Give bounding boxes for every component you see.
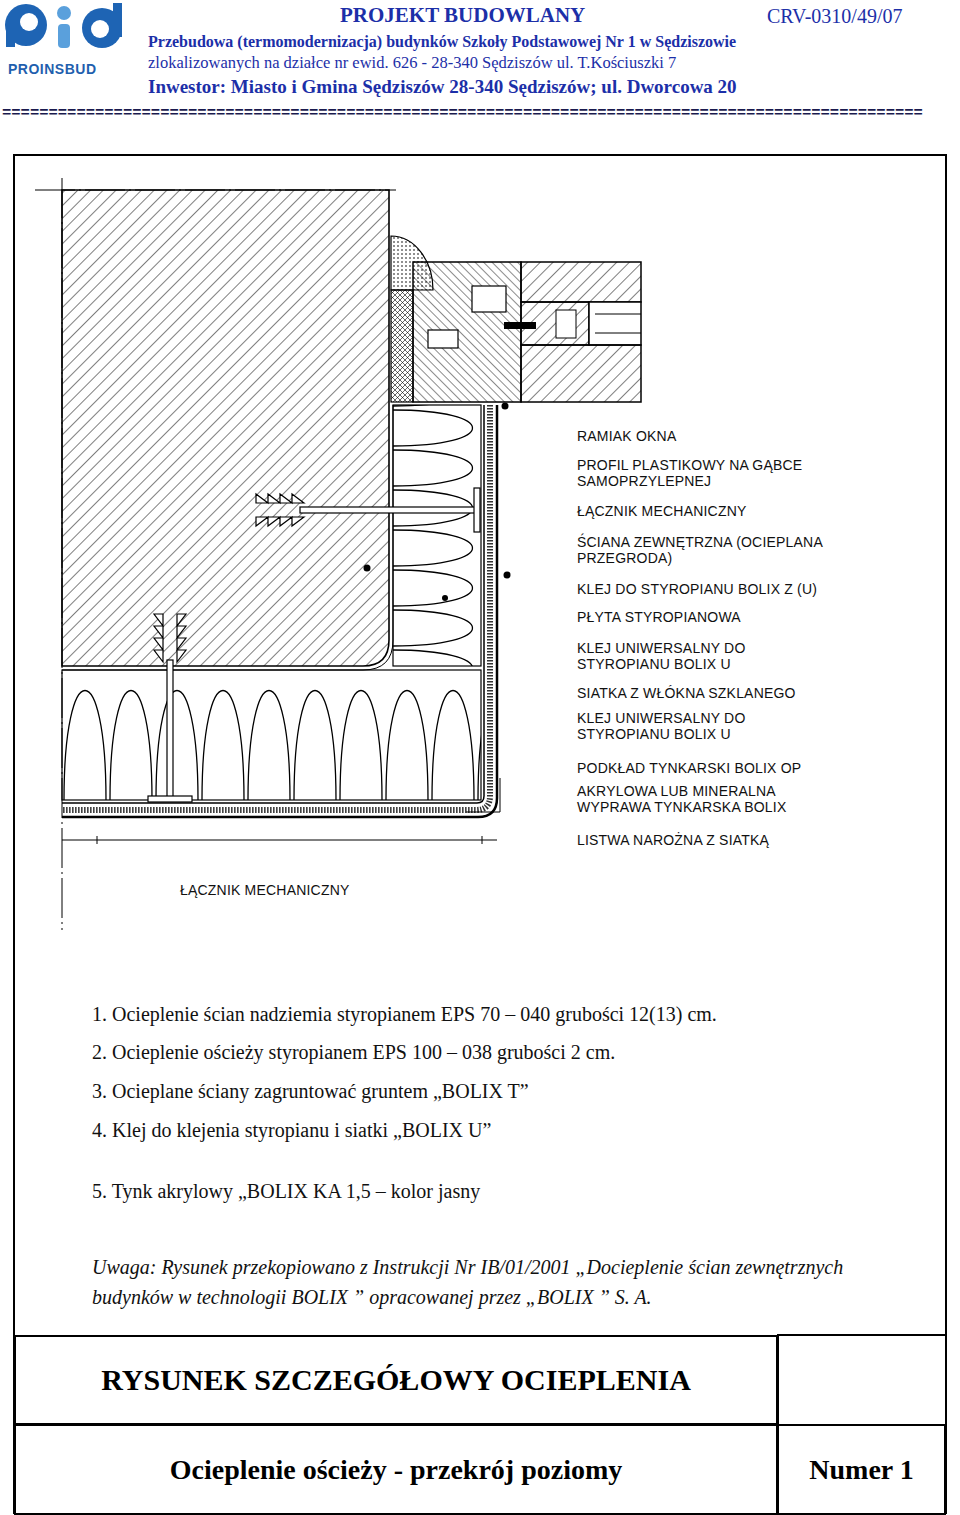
window-frame: [413, 262, 521, 402]
drawing-number-cell: Numer 1: [777, 1424, 946, 1515]
company-logo: [91, 20, 109, 38]
anchor-symbol: [300, 507, 476, 513]
render-layers: [466, 778, 500, 812]
note-item: 5. Tynk akrylowy „BOLIX KA 1,5 – kolor j…: [92, 1179, 480, 1203]
callout-label: ŁĄCZNIK MECHANICZNY: [180, 882, 349, 898]
reference-dot: [502, 403, 509, 410]
reference-dot: [504, 572, 511, 579]
callout-label: LISTWA NAROŻNA Z SIATKĄ: [577, 832, 937, 848]
window-frame: [589, 302, 641, 345]
reference-dot: [364, 403, 511, 602]
callout-label: PROFIL PLASTIKOWY NA GĄBCE SAMOPRZYLEPNE…: [577, 457, 827, 489]
break-line: [62, 840, 497, 841]
sheet-frame: [14, 155, 946, 1513]
anchor-symbol: [167, 660, 173, 797]
note-item: 3. Ocieplane ściany zagruntować gruntem …: [92, 1079, 529, 1103]
callout-label: PODKŁAD TYNKARSKI BOLIX OP: [577, 760, 937, 776]
callout-label: ŁĄCZNIK MECHANICZNY: [577, 503, 937, 519]
render-layers: [62, 405, 490, 810]
logo-text: PROINSBUD: [8, 61, 97, 78]
company-logo: [113, 3, 122, 37]
note-remark: Uwaga: Rysunek przekopiowano z Instrukcj…: [92, 1252, 902, 1312]
company-logo: [5, 4, 47, 46]
reference-dot: [364, 565, 371, 572]
render-layers: [62, 405, 497, 817]
window-frame: [521, 345, 641, 402]
note-item: 2. Ocieplenie ościeży styropianem EPS 10…: [92, 1040, 615, 1064]
project-location: zlokalizowanych na działce nr ewid. 626 …: [148, 53, 676, 73]
anchor-symbol: [256, 494, 304, 503]
callout-label: RAMIAK OKNA: [577, 428, 937, 444]
callout-label: ŚCIANA ZEWNĘTRZNA (OCIEPLANA PRZEGRODA): [577, 534, 827, 566]
insulation-board: [62, 405, 481, 800]
callout-label: PŁYTA STYROPIANOWA: [577, 609, 937, 625]
insulation-board: [393, 405, 481, 666]
window-frame: [521, 262, 641, 302]
window-frame: [556, 310, 576, 338]
wall-section: [62, 405, 393, 670]
sheet-frame: [777, 1334, 946, 1336]
note-item: 1. Ocieplenie ścian nadziemia styropiane…: [92, 1002, 717, 1026]
break-line: [482, 836, 483, 844]
company-logo: [58, 24, 70, 48]
company-logo: [20, 13, 38, 31]
window-frame: [391, 290, 413, 402]
title-block-text: Ocieplenie ościeży - przekrój poziomy: [170, 1453, 623, 1487]
render-layers: [62, 405, 484, 803]
sheet-frame: [14, 155, 946, 1513]
anchor-symbol: [154, 614, 163, 662]
title-block-text: RYSUNEK SZCZEGÓŁOWY OCIEPLENIA: [101, 1362, 691, 1398]
callout-label: SIATKA Z WŁÓKNA SZKLANEGO: [577, 685, 937, 701]
project-number: CRV-0310/49/07: [767, 4, 902, 28]
window-frame: [595, 333, 641, 334]
project-name: Przebudowa (termomodernizacja) budynków …: [148, 32, 736, 51]
wall-section: [62, 190, 393, 670]
note-item: 4. Klej do klejenia styropianu i siatki …: [92, 1118, 491, 1142]
anchor-symbol: [148, 488, 480, 802]
render-layers: [62, 405, 500, 817]
callout-label: KLEJ UNIWERSALNY DO STYROPIANU BOLIX U: [577, 640, 827, 672]
company-logo: [57, 6, 71, 20]
company-logo: [6, 25, 15, 47]
callout-label: KLEJ DO STYROPIANU BOLIX Z (U): [577, 581, 937, 597]
company-logo: [5, 3, 122, 48]
drawing-subject-cell: Ocieplenie ościeży - przekrój poziomy: [14, 1424, 778, 1515]
project-title: PROJEKT BUDOWLANY: [340, 3, 585, 28]
window-frame: [428, 330, 458, 348]
window-frame: [391, 236, 641, 402]
window-frame: [472, 286, 506, 312]
anchor-symbol: [256, 517, 304, 526]
insulation-board: [62, 670, 481, 800]
window-frame: [595, 314, 641, 315]
callout-label: AKRYLOWA LUB MINERALNA WYPRAWA TYNKARSKA…: [577, 783, 827, 815]
callout-label: KLEJ UNIWERSALNY DO STYROPIANU BOLIX U: [577, 710, 827, 742]
drawing-title-cell: RYSUNEK SZCZEGÓŁOWY OCIEPLENIA: [14, 1335, 778, 1425]
title-block-text: Numer 1: [809, 1453, 913, 1487]
separator-line: ========================================…: [2, 104, 923, 122]
reference-dot: [442, 595, 448, 601]
investor-line: Inwestor: Miasto i Gmina Sędziszów 28-34…: [148, 76, 737, 99]
break-line: [97, 836, 98, 844]
anchor-symbol: [474, 488, 480, 532]
window-frame: [504, 322, 536, 329]
wall-section: [62, 190, 389, 666]
anchor-symbol: [177, 614, 186, 662]
anchor-symbol: [148, 796, 192, 802]
